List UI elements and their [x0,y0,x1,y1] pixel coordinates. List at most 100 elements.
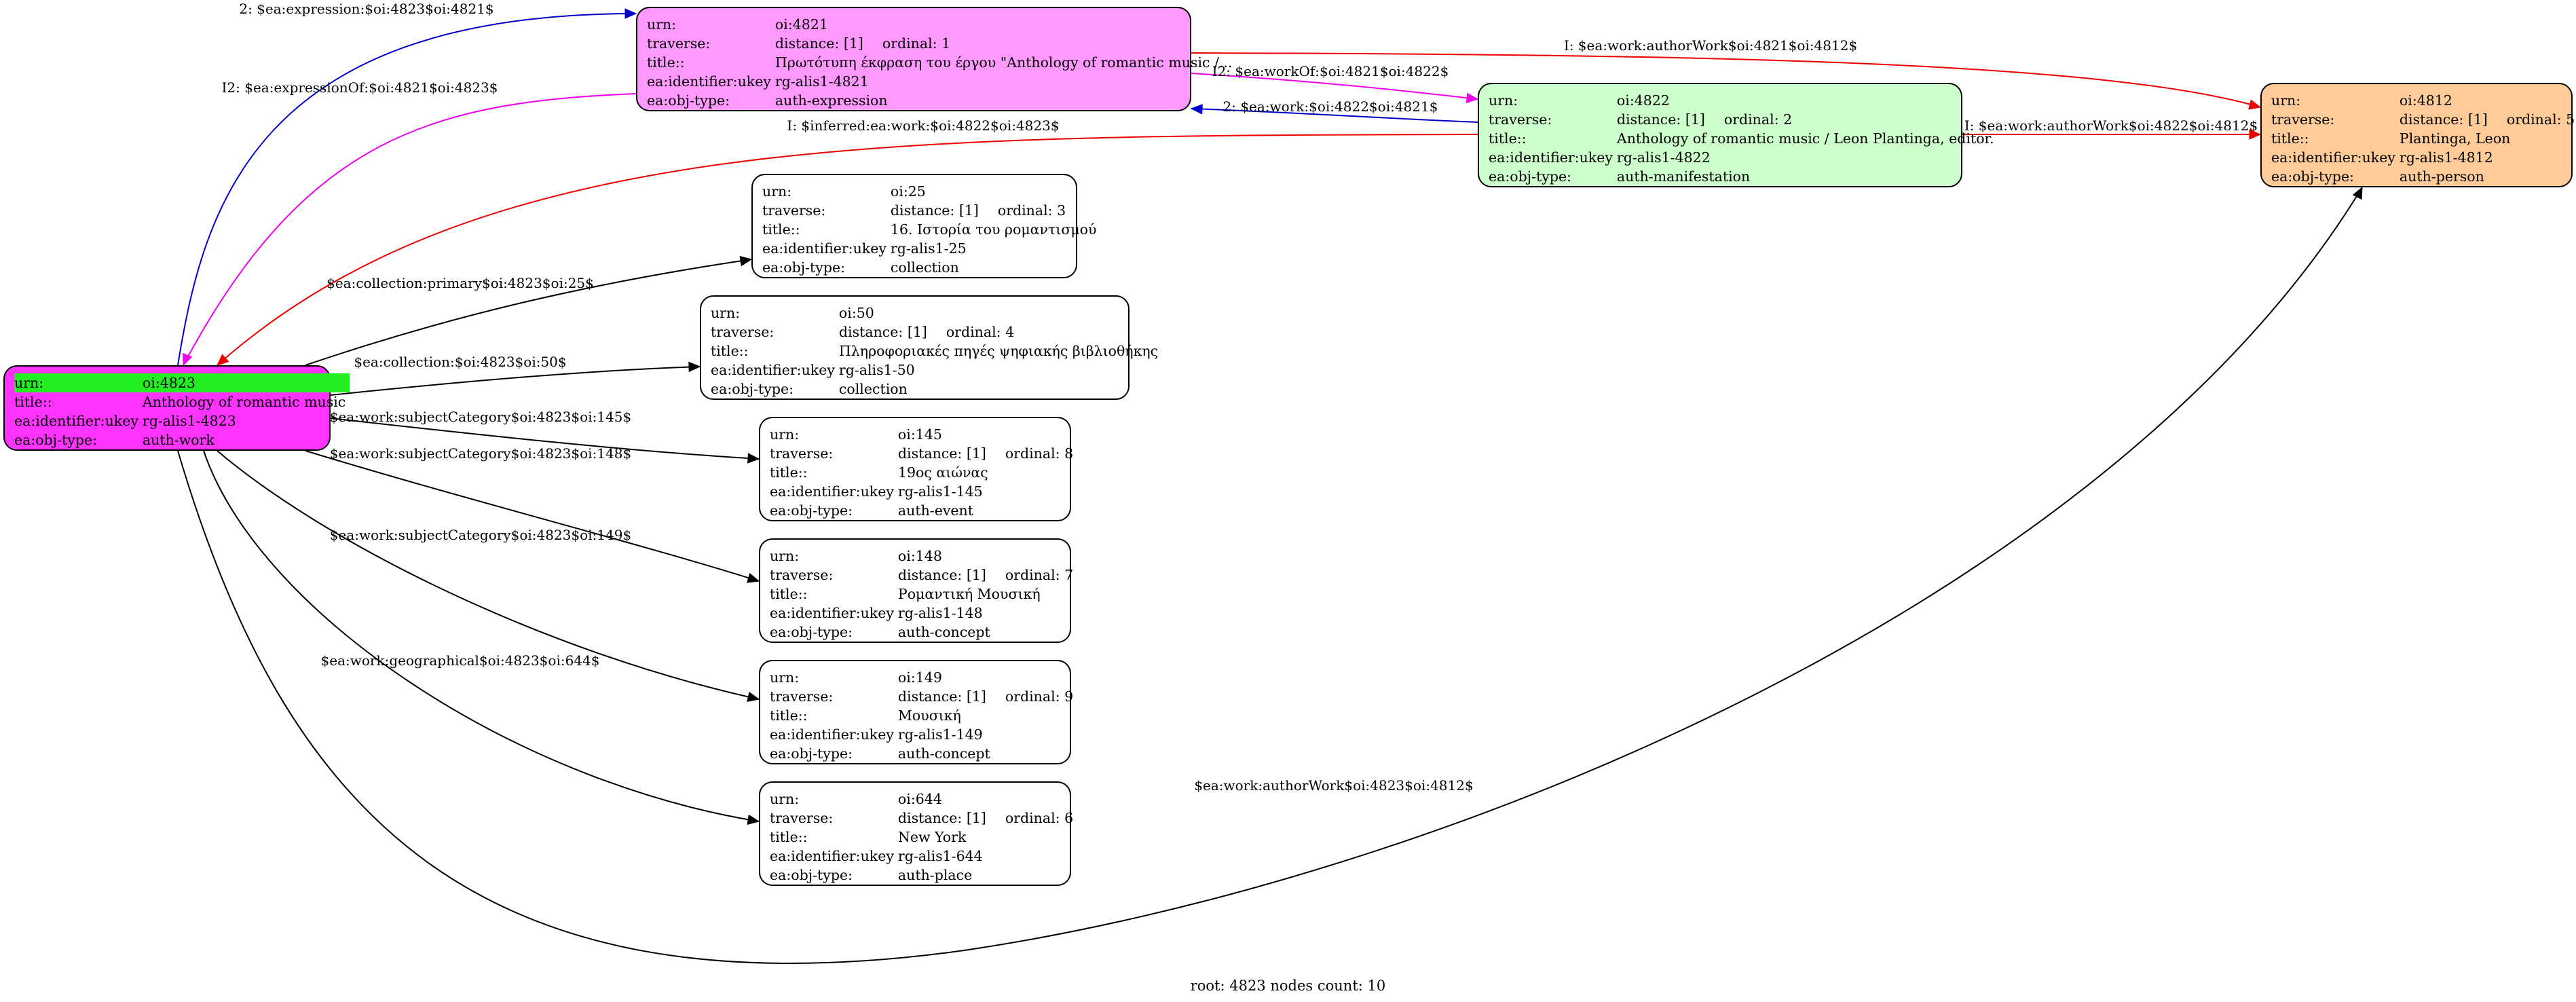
field-value-text: auth-place [897,867,973,883]
edge-e9 [330,366,701,396]
field-value: oi:25 [891,182,1101,201]
field-key: traverse: [1489,111,1552,128]
node-row: title::Μουσική [770,706,1077,725]
field-key: ea:identifier:ukey [2271,149,2395,166]
arrowhead-e12 [747,691,760,703]
field-key: traverse: [770,810,834,826]
graph-footer: root: 4823 nodes count: 10 [1190,978,1386,994]
node-row: ea:obj-type:auth-event [770,501,1077,520]
field-key: title:: [1489,130,1527,147]
field-value-text: rg-alis1-4821 [774,73,869,90]
node-row: traverse:distance: [1]ordinal: 1 [647,34,1236,53]
field-value-text: auth-concept [897,624,990,640]
field-value-text: distance: [1] [890,202,979,219]
field-key: ea:identifier:ukey [14,413,138,429]
node-row: ea:obj-type:auth-manifestation [1489,167,1998,186]
field-value-text: oi:50 [838,305,874,321]
field-value: oi:149 [898,668,1077,687]
field-key: urn: [770,791,800,807]
field-value: auth-person [2400,167,2576,186]
field-value: distance: [1]ordinal: 4 [839,322,1162,341]
field-key: title:: [770,464,808,481]
edge-e2 [183,93,637,366]
field-value: Anthology of romantic music / Leon Plant… [1617,129,1998,148]
field-value-text: oi:145 [897,426,942,443]
field-value: oi:644 [898,790,1077,809]
field-key: ea:identifier:ukey [770,848,894,864]
edge-e12 [217,450,760,700]
node-row: traverse: distance: [1]ordinal: 7 [770,565,1077,584]
field-value-text: rg-alis1-4823 [142,413,236,429]
field-key: urn: [711,305,741,321]
edge-label-e13: $ea:work:geographical$oi:4823$oi:644$ [321,652,600,669]
edge-e1 [177,13,637,366]
field-key: ea:obj-type: [2271,168,2354,185]
node-row: ea:obj-type:collection [762,258,1100,277]
field-value-text: Ρομαντική Μουσική [897,586,1041,602]
node-row: urn:oi:4821 [647,15,1236,34]
field-value: distance: [1]ordinal: 7 [898,565,1077,584]
node-row: urn: oi:50 [711,303,1162,322]
node-row: urn: oi:145 [770,425,1077,444]
field-value-text: Μουσική [897,707,961,724]
node-row: traverse:distance: [1]ordinal: 4 [711,322,1162,341]
field-value: distance: [1]ordinal: 2 [1617,110,1998,129]
edge-e8 [305,259,752,366]
field-value-text: auth-concept [897,745,990,762]
field-value: Plantinga, Leon [2400,129,2576,148]
field-value-text: collection [838,381,908,397]
field-value: auth-expression [775,91,1237,110]
field-value: distance: [1]ordinal: 8 [898,444,1077,463]
field-key: ea:identifier:ukey [711,362,835,378]
field-value-text: distance: [1] [774,35,863,52]
field-value: distance: [1]ordinal: 5 [2400,110,2576,129]
node-row: urn:oi:4823 [14,373,350,392]
field-value: 19ος αιώνας [898,463,1077,482]
field-value-text: rg-alis1-149 [897,726,983,743]
field-key: title:: [770,829,808,845]
node-row: title::Anthology of romantic music / Leo… [1489,129,1998,148]
node-row: ea:obj-type:auth-concept [770,744,1077,763]
field-value-text: distance: [1] [897,810,986,826]
field-value-text: auth-manifestation [1616,168,1751,185]
edge-label-e7: I: $inferred:ea:work:$oi:4822$oi:4823$ [787,117,1059,134]
field-value: 16. Ιστορία του ρομαντισμού [891,220,1101,239]
field-key: traverse: [770,567,834,583]
field-value-text: oi:4822 [1616,92,1670,109]
field-value: oi:4812 [2400,91,2576,110]
field-key: urn: [770,426,800,443]
field-value: Πληροφοριακές πηγές ψηφιακής βιβλιοθήκης [839,341,1162,360]
edge-label-e2: I2: $ea:expressionOf:$oi:4821$oi:4823$ [222,79,498,96]
field-key: ea:obj-type: [711,381,794,397]
edge-e5 [1191,108,1478,123]
node-row: title::Πρωτότυπη έκφραση του έργου "Anth… [647,53,1236,72]
field-value-text: auth-work [142,432,214,448]
field-value: Μουσική [898,706,1077,725]
arrowhead-e13 [747,814,760,825]
field-value: auth-concept [898,623,1077,642]
ordinal-text: ordinal: 8 [1005,445,1074,462]
edge-label-e11: $ea:work:subjectCategory$oi:4823$oi:148$ [330,445,631,462]
edge-e10 [330,418,760,460]
field-key: title:: [647,54,685,71]
arrowhead-e1 [624,8,637,19]
